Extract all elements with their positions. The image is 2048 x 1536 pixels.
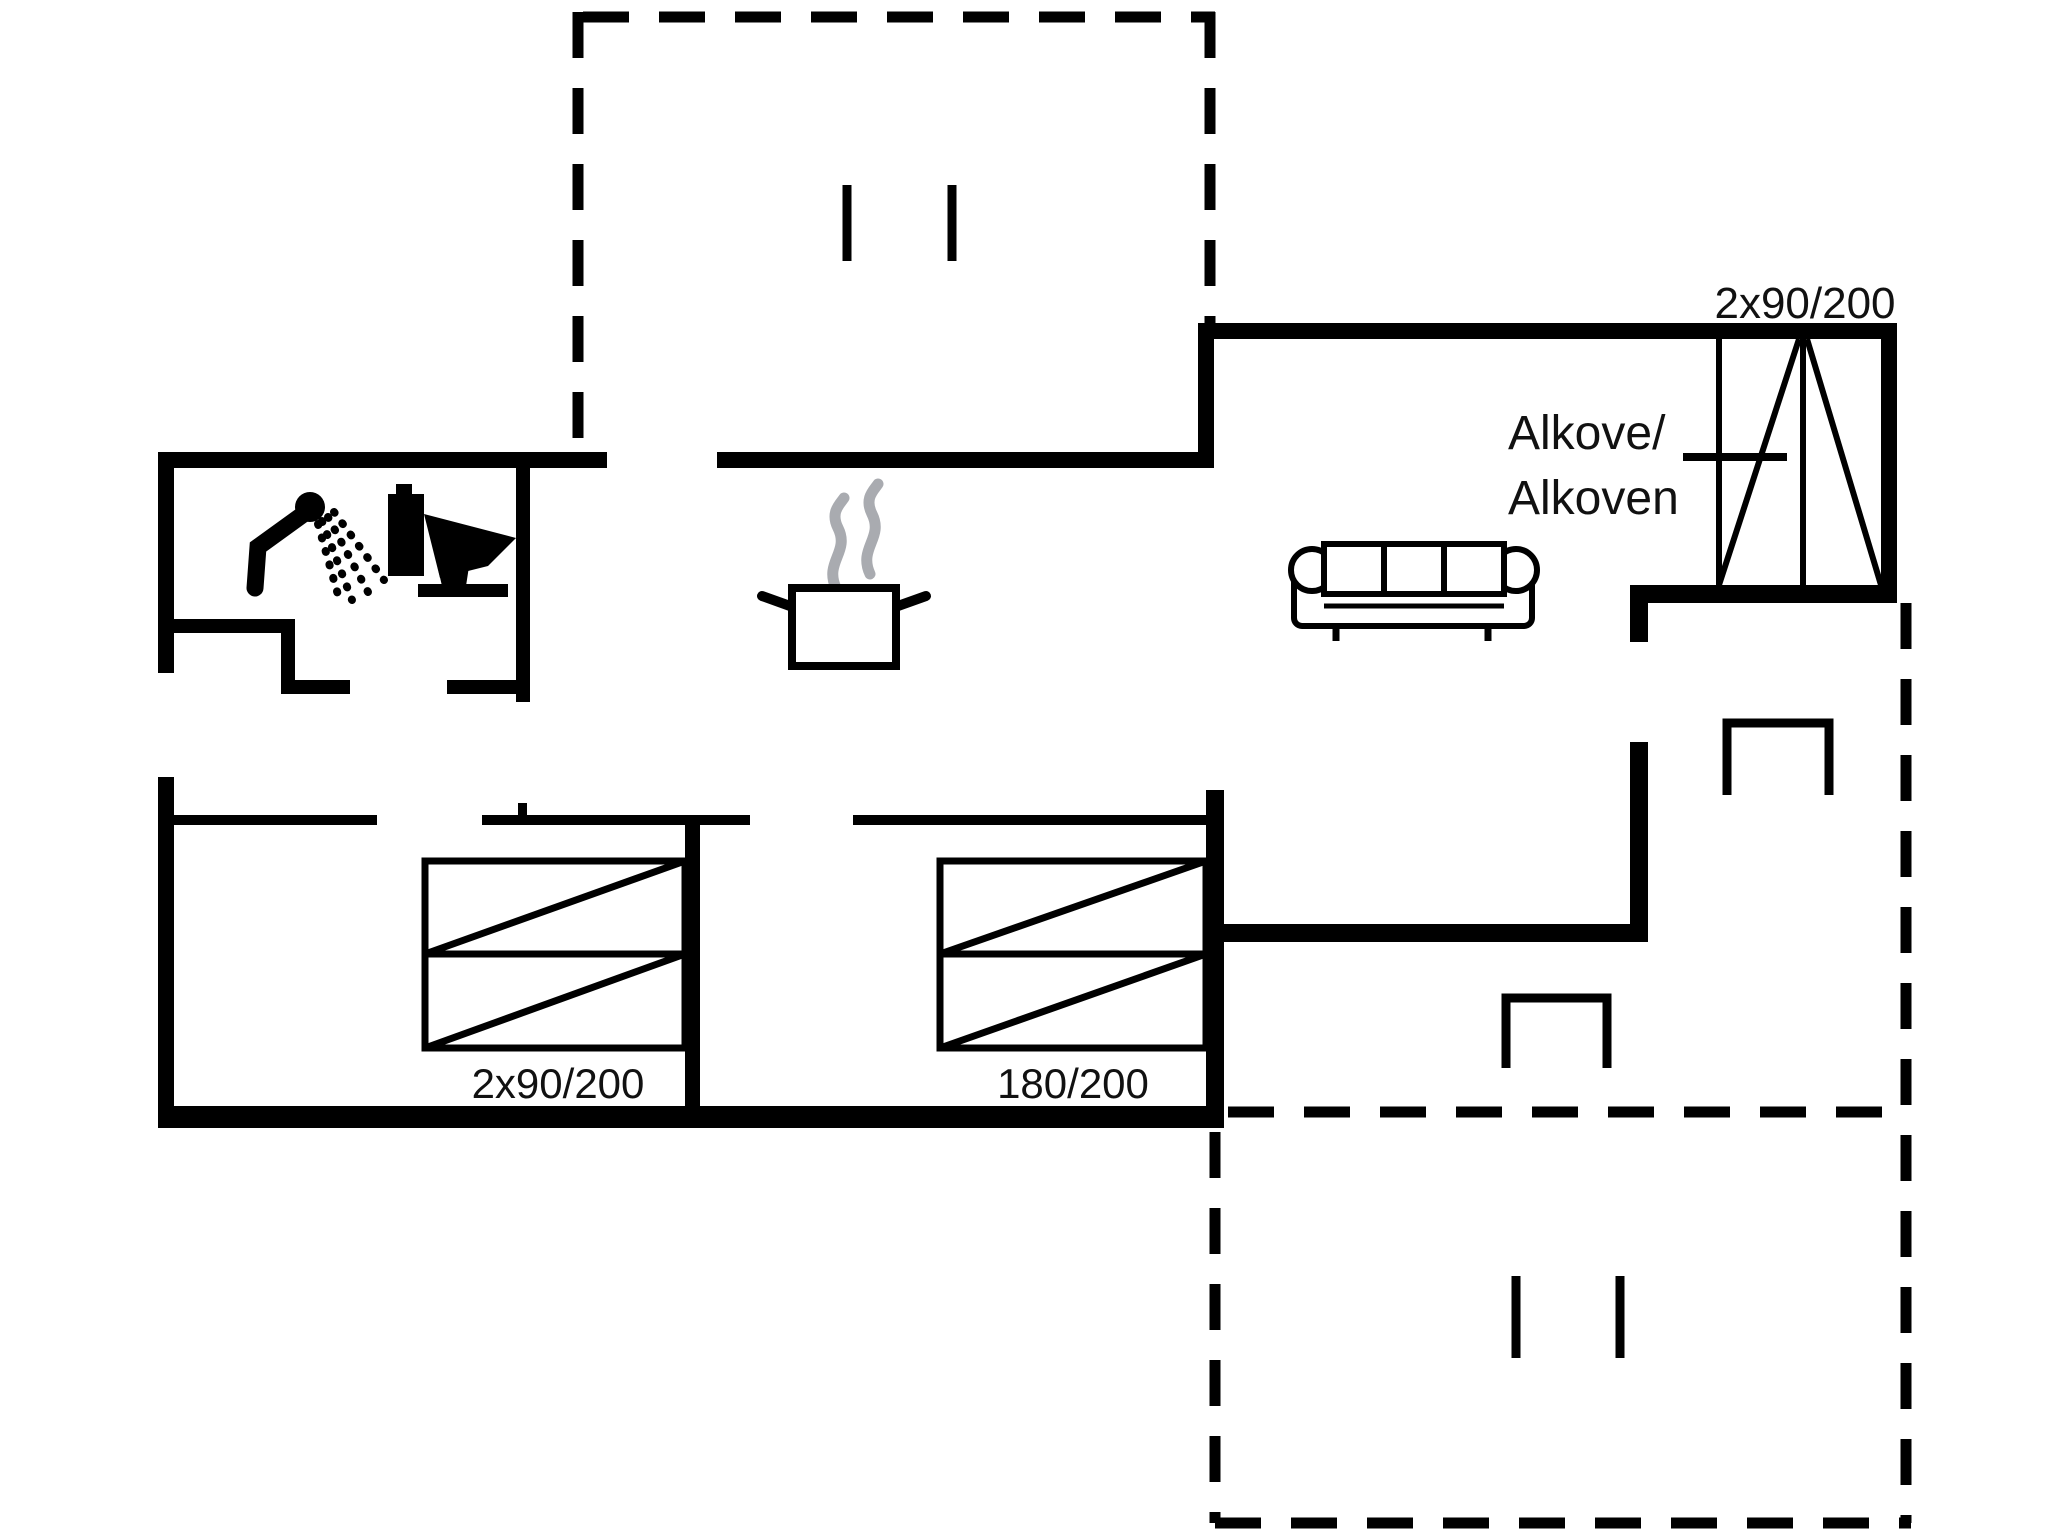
terrace-dashed-outline-bottom-right [1209, 603, 1912, 1529]
double-bed-symbol [936, 857, 1210, 1052]
wall-alcove-step-stub [1630, 585, 1648, 642]
wall-bathroom-step-h1 [170, 619, 295, 633]
wall-bedroom1-top-b [482, 815, 750, 825]
terrace-dashed-outline-top [572, 11, 1216, 452]
wall-bedroom1-top-a [166, 815, 377, 825]
bedroom2-bed-dimension-label: 180/200 [997, 1060, 1149, 1107]
wall-bathroom-bottom-left [281, 680, 350, 694]
wall-bedroom-bottom [158, 1106, 1224, 1128]
bedroom1-bed-dimension-label: 2x90/200 [472, 1060, 645, 1107]
terrace-chair-lower [1501, 993, 1612, 1068]
sofa-icon [1288, 541, 1540, 641]
toilet-icon [388, 484, 516, 597]
alcove-name-line2: Alkoven [1508, 472, 1679, 525]
wall-bathroom-bottom-right [447, 680, 516, 694]
wall-bathroom-right [516, 452, 530, 702]
shower-icon [246, 492, 388, 606]
wall-kitchen-living-jog [1198, 323, 1214, 468]
wall-alcove-bottom [1630, 585, 1897, 603]
wall-alcove-right [1881, 323, 1897, 603]
walls [158, 323, 1897, 1128]
wall-living-top [1198, 323, 1897, 339]
alcove-name-line1: Alkove/ [1508, 407, 1666, 460]
alcove-bunk-symbol [1716, 338, 1884, 586]
cooking-pot-icon [757, 584, 931, 670]
wall-bedroom2-top [853, 815, 1210, 825]
wall-kitchen-top [717, 452, 1212, 468]
terrace-marks-bottom [1511, 1276, 1625, 1358]
wall-bathroom-step-v [281, 619, 295, 694]
terrace-chair-upper [1722, 718, 1834, 795]
wall-bedroom2-right [1206, 790, 1224, 1128]
wall-living-right [1630, 742, 1648, 942]
terrace-marks-top [842, 185, 957, 261]
wall-hall-tick [518, 803, 527, 815]
wall-bedroom-left [158, 777, 174, 1128]
wall-bathroom-top [158, 452, 607, 468]
wall-bedroom-divider [685, 815, 700, 1106]
twin-beds-symbol [421, 857, 689, 1052]
steam-icon [827, 478, 884, 594]
wall-bathroom-left [158, 452, 174, 673]
alcove-dimension-label: 2x90/200 [1714, 279, 1895, 328]
wall-living-bottom [1210, 924, 1648, 942]
